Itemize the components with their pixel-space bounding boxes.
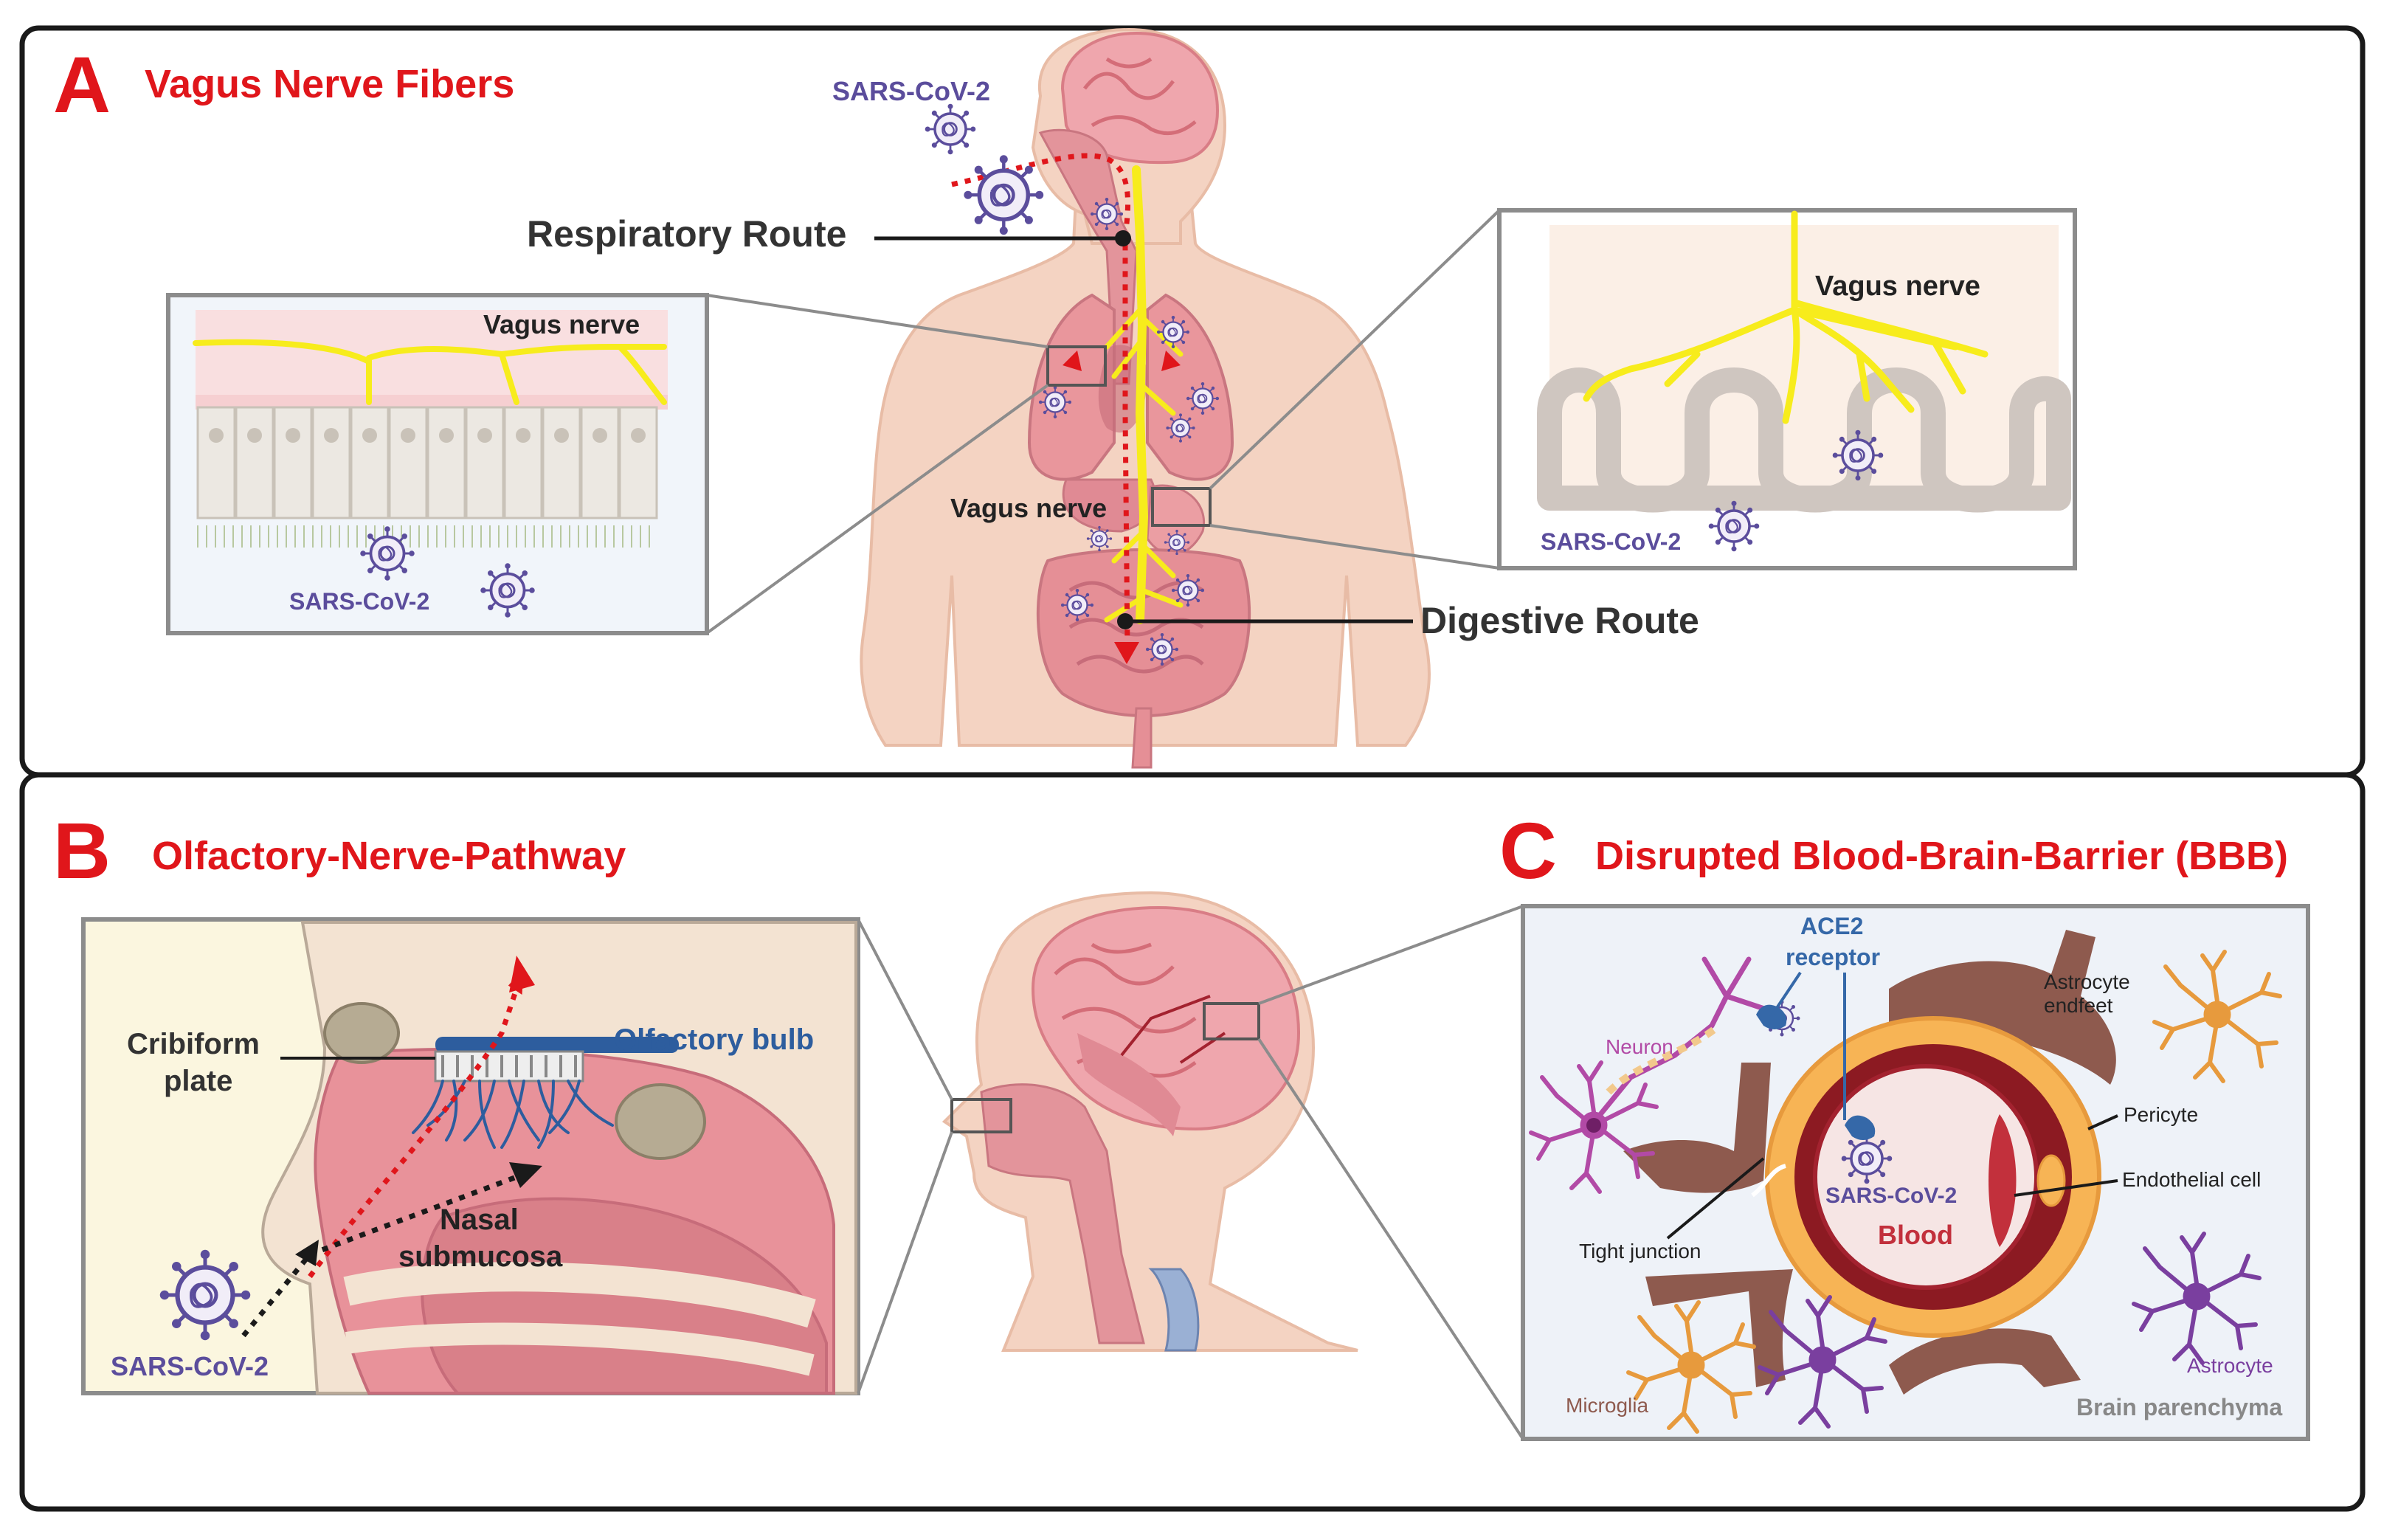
astrocyte-endfeet-label-1: Astrocyte [2044,970,2130,993]
virus-icon [1170,573,1206,608]
virus-icon [160,1250,251,1341]
virus-icon [923,102,978,156]
virus-icon [1185,381,1220,416]
olfactory-bulb-label: Olfactory bulb [614,1023,814,1056]
nasal-virus-label: SARS-CoV-2 [111,1351,269,1381]
virus-icon [964,155,1043,235]
zoom-box-nose [950,1098,1012,1133]
ace2-label-2: receptor [1786,944,1880,970]
astrocyte-endfeet-label-2: endfeet [2044,994,2113,1017]
inset-left-virus-label: SARS-CoV-2 [289,588,429,615]
virus-icon [1839,1131,1894,1186]
inset-right-virus-label: SARS-CoV-2 [1541,528,1681,555]
virus-icon [1831,428,1885,483]
neuron-label: Neuron [1606,1035,1673,1058]
virus-icon [1089,196,1124,232]
panel-b: B Olfactory-Nerve-Pathway [53,806,1524,1440]
virus-icon [479,562,536,619]
panel-a-letter: A [53,40,111,129]
vagus-nerve-label-center: Vagus nerve [950,493,1107,523]
bbb-virus-label: SARS-CoV-2 [1825,1184,1957,1208]
zoom-lines-left [705,294,1049,635]
microglia-label: Microglia [1566,1394,1648,1417]
human-body [860,27,1431,769]
bbb-inset: ACE2 receptor Neuron Astrocyte endfeet P… [1521,904,2310,1441]
inset-right-vagus-label: Vagus nerve [1815,271,1980,302]
virus-icon [1060,587,1095,623]
ace2-label-1: ACE2 [1800,913,1863,939]
panel-c-title: Disrupted Blood-Brain-Barrier (BBB) [1595,834,2288,878]
cribiform-label-1: Cribiform [127,1028,260,1060]
arrow-down [1114,642,1139,664]
endothelial-label: Endothelial cell [2122,1168,2261,1191]
panel-b-letter: B [53,806,111,895]
panel-c: C Disrupted Blood-Brain-Barrier (BBB) [1499,806,2310,1441]
virus-icon [1155,314,1191,350]
tight-junction-label: Tight junction [1579,1240,1701,1263]
panel-a-title: Vagus Nerve Fibers [145,62,514,106]
virus-icon [1037,384,1073,420]
virus-icon [359,525,416,582]
cribiform-label-2: plate [164,1065,232,1097]
zoom-box-lung [1046,345,1107,387]
virus-icon [1144,632,1180,667]
nasal-label-1: Nasal [440,1204,519,1236]
virus-icon [1165,412,1196,443]
digestive-route-label: Digestive Route [1420,600,1699,641]
head-sagittal [857,891,1524,1440]
panel-a: A Vagus Nerve Fibers [53,27,2077,769]
zoom-box-brain [1203,1002,1260,1040]
virus-icon [1085,525,1113,553]
panel-c-letter: C [1499,806,1557,895]
panel-bc-frame [19,772,2366,1512]
respiratory-route-dot [1115,230,1131,246]
brain-parenchyma-label: Brain parenchyma [2076,1394,2282,1420]
zoom-lines-right [1209,209,1501,570]
respiratory-route-label: Respiratory Route [527,213,846,255]
virus-icon [1163,528,1191,556]
panel-b-title: Olfactory-Nerve-Pathway [152,834,626,878]
zoom-box-gut [1151,487,1212,527]
arrow-right-lung [1161,351,1181,371]
inset-left-vagus-label: Vagus nerve [483,309,640,339]
nasal-label-2: submucosa [398,1240,563,1273]
inset-gut: Vagus nerve SARS-CoV-2 [1497,208,2077,570]
astrocyte-label: Astrocyte [2187,1354,2273,1377]
inset-airway: Vagus nerve SARS-CoV-2 [166,293,709,635]
pericyte-label: Pericyte [2124,1103,2198,1126]
arrow-left-lung [1063,351,1082,371]
blood-label: Blood [1878,1220,1953,1250]
virus-icon [1707,499,1761,553]
virus-label-top: SARS-CoV-2 [832,76,990,106]
nasal-inset: Cribiform plate Olfactory bulb Nasal sub… [81,917,860,1395]
